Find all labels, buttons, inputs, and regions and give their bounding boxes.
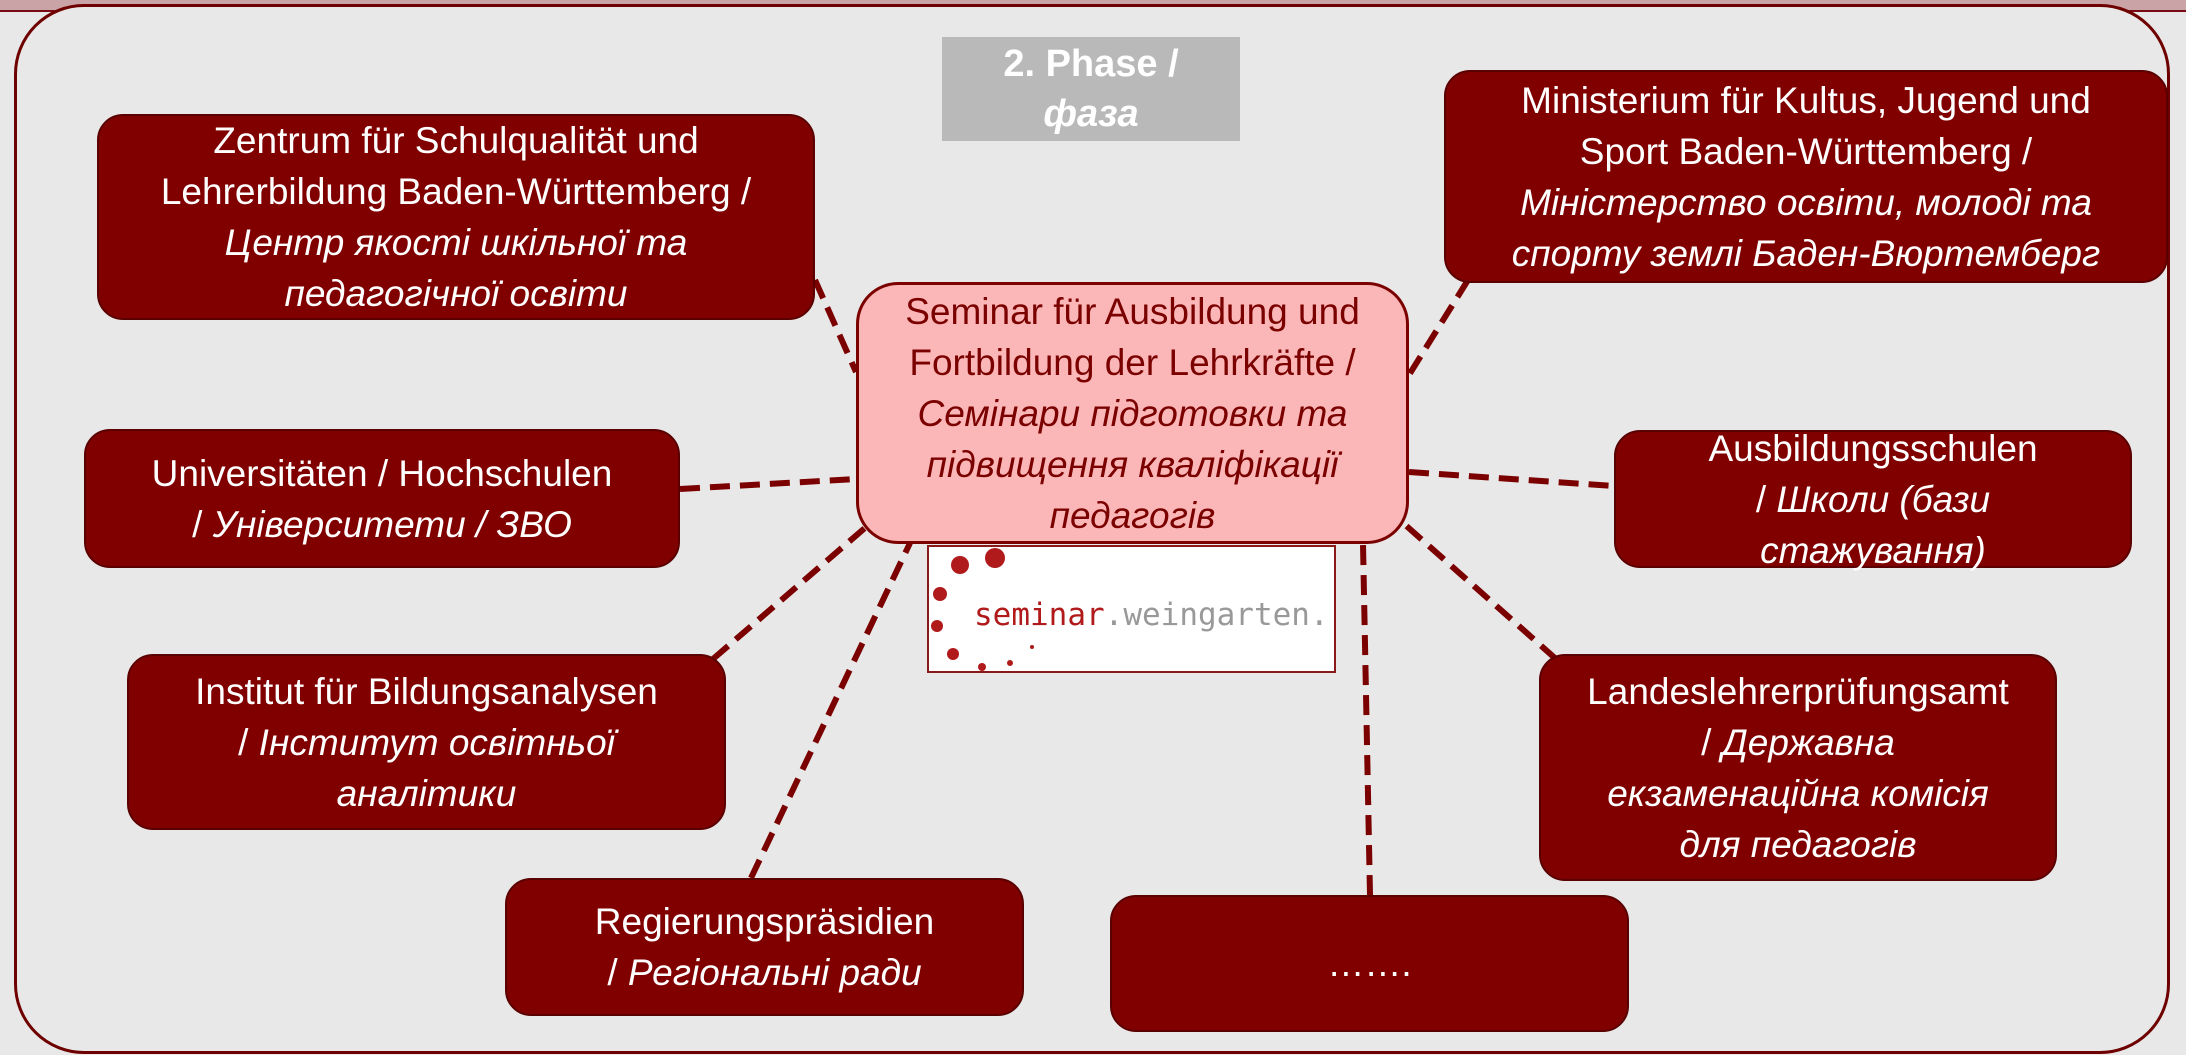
- node-rp-line2: / Регіональні ради: [607, 947, 921, 998]
- node-schools-sep: /: [1755, 478, 1777, 520]
- center-de-line1: Seminar für Ausbildung und: [905, 290, 1360, 332]
- node-schools: Ausbildungsschulen / Школи (бази стажува…: [1614, 428, 2132, 571]
- logo-word-weingarten: weingarten: [1123, 597, 1310, 633]
- connector-zsl: [812, 278, 859, 374]
- node-more: …….: [1110, 895, 1629, 1032]
- phase-label-line2: фаза: [1043, 93, 1139, 135]
- center-de-line2: Fortbildung der Lehrkräfte /: [909, 341, 1356, 383]
- node-universities-sep: /: [192, 503, 213, 545]
- phase-label: 2. Phase / фаза: [942, 37, 1240, 141]
- logo-dot: [933, 587, 947, 601]
- node-llpa-line2: / Державна: [1701, 717, 1895, 768]
- center-uk-line1: Семінари підготовки та: [917, 392, 1348, 434]
- node-zsl: Zentrum für Schulqualität und Lehrerbild…: [97, 114, 815, 320]
- connector-ibbw: [711, 524, 868, 662]
- center-uk-line2: підвищення кваліфікації: [926, 443, 1339, 485]
- logo-dot-end: .: [1309, 597, 1329, 633]
- node-ibbw: Institut für Bildungsanalysen / Інститут…: [127, 654, 726, 830]
- logo-dot: [1030, 645, 1034, 649]
- node-llpa-uk-line1: Державна: [1721, 721, 1895, 763]
- node-llpa-de: Landeslehrerprüfungsamt: [1587, 670, 2009, 712]
- node-ibbw-uk-line1: Інститут освітньої: [258, 721, 615, 763]
- logo-dot: [1007, 660, 1013, 666]
- node-llpa-sep: /: [1701, 721, 1722, 763]
- logo-dots-graphic: [931, 548, 1034, 671]
- node-rp-sep: /: [607, 952, 628, 993]
- node-schools-line2: / Школи (бази: [1756, 474, 1990, 525]
- logo-dot: [978, 663, 986, 671]
- node-ministry-de-line2: Sport Baden-Württemberg /: [1579, 130, 2033, 172]
- connector-more: [1360, 543, 1373, 896]
- logo-dot-separator: .: [1104, 597, 1124, 633]
- logo-dot: [931, 620, 943, 632]
- node-more-ellipsis: …….: [1327, 943, 1412, 984]
- node-ibbw-uk-line2: аналітики: [336, 772, 517, 814]
- phase-label-line1: 2. Phase /: [1003, 43, 1179, 85]
- node-ministry-uk-line2: спорту землі Баден-Вюртемберг: [1511, 232, 2101, 274]
- node-universities: Universitäten / Hochschulen / Університе…: [84, 429, 680, 568]
- logo-dot: [947, 648, 959, 660]
- node-universities-de: Universitäten / Hochschulen: [151, 452, 613, 494]
- center-node-seminar: Seminar für Ausbildung und Fortbildung d…: [856, 282, 1409, 544]
- node-zsl-de-line2: Lehrerbildung Baden-Württemberg /: [160, 171, 752, 212]
- node-ministry-uk-line1: Міністерство освіти, молоді та: [1520, 181, 2092, 223]
- node-schools-de: Ausbildungsschulen: [1708, 427, 2038, 469]
- node-rp: Regierungspräsidien / Регіональні ради: [505, 878, 1024, 1016]
- logo-word-seminar: seminar: [974, 597, 1105, 633]
- node-schools-uk-line2: стажування): [1760, 529, 1986, 571]
- logo-dot: [951, 556, 969, 574]
- node-zsl-de-line1: Zentrum für Schulqualität und: [213, 120, 699, 161]
- node-ibbw-sep: /: [238, 721, 259, 763]
- node-schools-uk-line1: Школи (бази: [1776, 478, 1991, 520]
- node-llpa-uk-line2: екзаменаційна комісія: [1607, 772, 1989, 814]
- seminar-weingarten-logo: seminar.weingarten.: [927, 545, 1336, 673]
- connector-llpa: [1400, 519, 1558, 662]
- node-rp-de: Regierungspräsidien: [594, 901, 935, 942]
- logo-wordmark: seminar.weingarten.: [974, 597, 1329, 633]
- connector-schools: [1408, 469, 1615, 489]
- node-llpa-uk-line3: для педагогів: [1679, 823, 1917, 865]
- connector-ministry: [1406, 278, 1471, 377]
- node-universities-uk: Університети / ЗВО: [212, 503, 572, 545]
- node-ibbw-line2: / Інститут освітньої: [238, 717, 615, 768]
- center-uk-line3: педагогів: [1049, 494, 1216, 536]
- node-ministry: Ministerium für Kultus, Jugend und Sport…: [1444, 70, 2168, 283]
- node-universities-line2: / Університети / ЗВО: [192, 499, 572, 550]
- node-ministry-de-line1: Ministerium für Kultus, Jugend und: [1521, 79, 2091, 121]
- node-zsl-uk-line1: Центр якості шкільної та: [224, 222, 688, 263]
- node-zsl-uk-line2: педагогічної освіти: [284, 273, 628, 314]
- logo-dot: [985, 548, 1005, 568]
- node-ibbw-de: Institut für Bildungsanalysen: [195, 670, 658, 712]
- node-rp-uk: Регіональні ради: [627, 952, 922, 993]
- connector-rp: [748, 541, 913, 880]
- node-llpa: Landeslehrerprüfungsamt / Державна екзам…: [1539, 654, 2057, 881]
- connector-universities: [679, 476, 857, 492]
